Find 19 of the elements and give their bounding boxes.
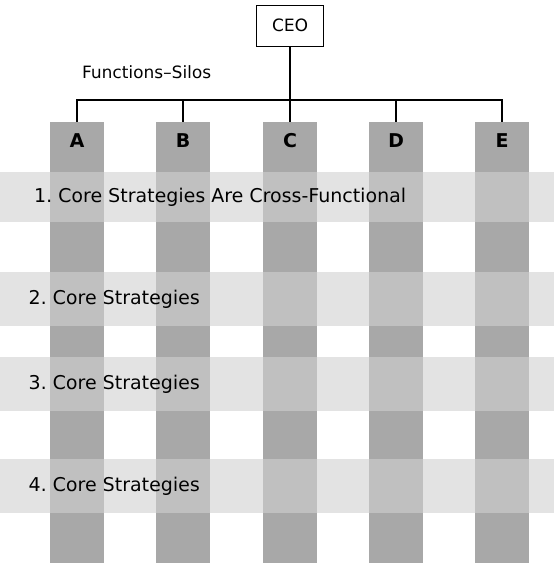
column-letter: A bbox=[68, 130, 86, 152]
group-label: Functions–Silos bbox=[82, 63, 212, 83]
connector-line bbox=[289, 47, 503, 122]
column-letter: C bbox=[282, 130, 298, 152]
ceo-box bbox=[256, 5, 324, 47]
band-label: 3. Core Strategies bbox=[28, 372, 200, 394]
strategy-band bbox=[0, 272, 554, 326]
band-label: 1. Core Strategies Are Cross-Functional bbox=[34, 185, 406, 207]
strategy-band bbox=[0, 357, 554, 411]
function-column bbox=[475, 122, 529, 563]
strategy-band bbox=[0, 459, 554, 513]
band-label: 2. Core Strategies bbox=[28, 287, 200, 309]
function-column bbox=[50, 122, 104, 563]
band-label: 4. Core Strategies bbox=[28, 474, 200, 496]
column-letter: D bbox=[387, 130, 405, 152]
node-label: CEO bbox=[272, 16, 308, 36]
strategy-band bbox=[0, 172, 554, 222]
column-letter: E bbox=[494, 130, 510, 152]
column-letter: B bbox=[174, 130, 192, 152]
